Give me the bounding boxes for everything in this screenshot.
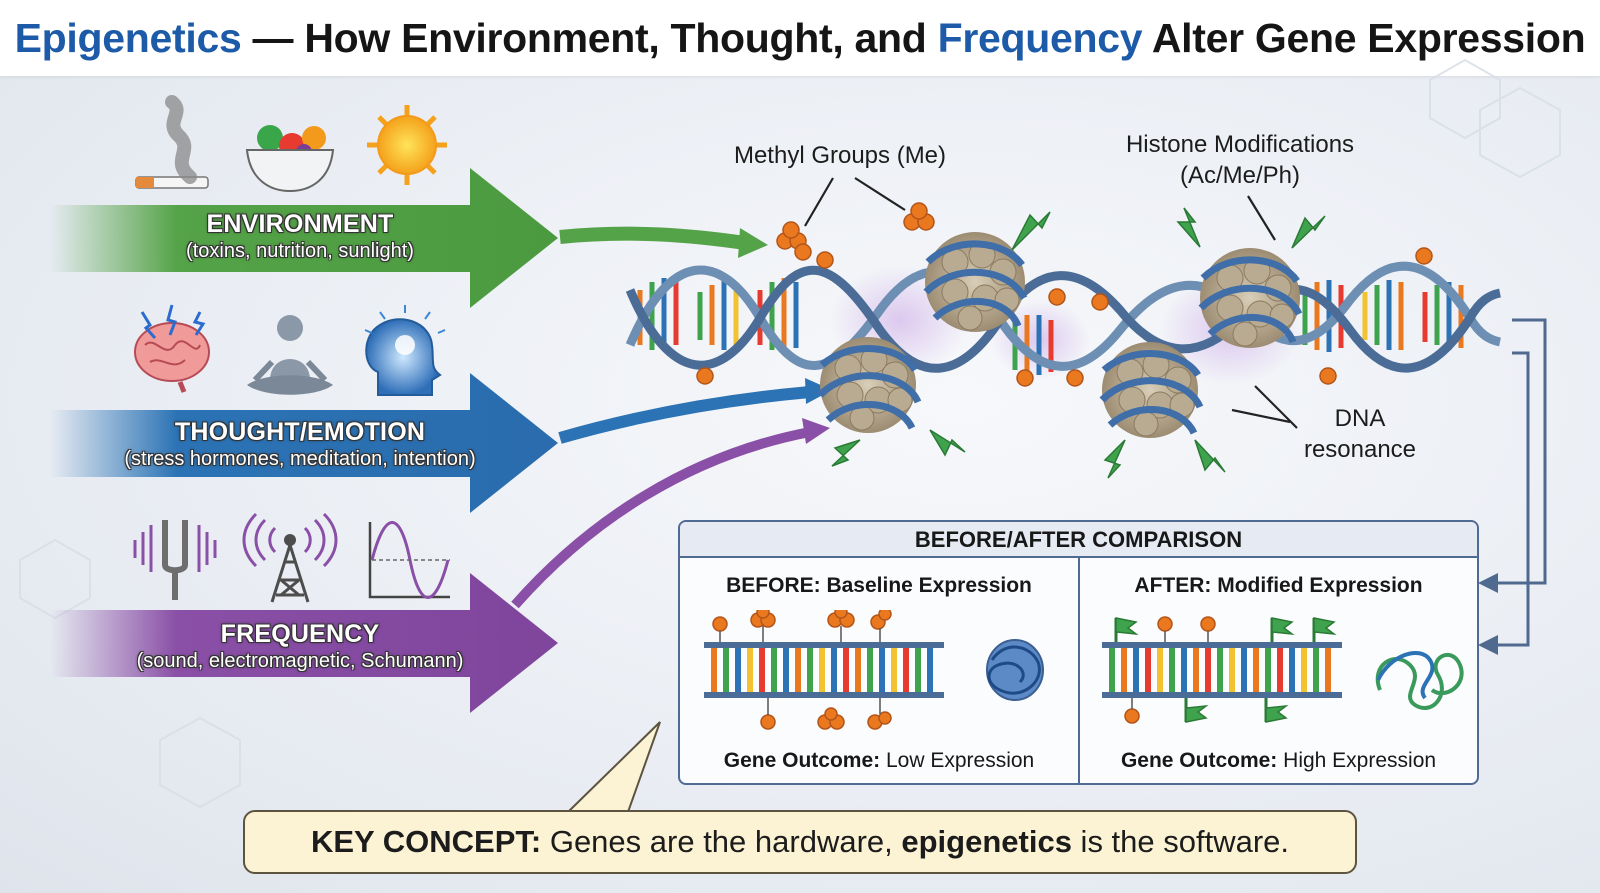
brain-icon — [134, 304, 210, 393]
after-panel: AFTER: Modified Expression — [1080, 558, 1477, 783]
histone-label: Histone Modifications (Ac/Me/Ph) — [1090, 129, 1390, 191]
frequency-subtitle: (sound, electromagnetic, Schumann) — [136, 650, 464, 672]
radio-tower-icon — [242, 512, 338, 603]
frequency-title: FREQUENCY — [220, 620, 380, 648]
sine-wave-icon — [368, 521, 450, 599]
methyl-groups-label: Methyl Groups (Me) — [733, 142, 947, 169]
thought-arrow — [50, 373, 558, 513]
environment-subtitle: (toxins, nutrition, sunlight) — [186, 240, 414, 262]
fruit-bowl-icon — [245, 125, 335, 193]
before-after-comparison: BEFORE/AFTER COMPARISON BEFORE: Baseline… — [678, 520, 1479, 785]
dna-resonance-label: DNA resonance — [1280, 403, 1440, 465]
connector-head-after — [1478, 635, 1498, 655]
nucleosome-2 — [923, 232, 1028, 332]
before-title: BEFORE: Baseline Expression — [726, 574, 1032, 597]
head-glow-icon — [364, 305, 446, 396]
frequency-connector — [511, 427, 811, 609]
before-outcome-value: Low Expression — [880, 749, 1035, 772]
nucleosome-4 — [1198, 248, 1303, 348]
environment-arrow — [50, 168, 558, 308]
connector-head-before — [1478, 573, 1498, 593]
before-outcome: Gene Outcome: Low Expression — [680, 749, 1078, 773]
before-panel: BEFORE: Baseline Expression — [680, 558, 1080, 783]
nucleosome-1 — [817, 337, 922, 433]
key-concept-box: KEY CONCEPT: Genes are the hardware, epi… — [243, 810, 1357, 874]
comparison-heading: BEFORE/AFTER COMPARISON — [680, 522, 1477, 558]
page-title: Epigenetics — How Environment, Thought, … — [15, 15, 1586, 62]
after-title: AFTER: Modified Expression — [1134, 574, 1423, 597]
before-dna-strand — [704, 642, 944, 698]
key-concept-emphasis: epigenetics — [901, 824, 1072, 859]
key-concept-text1: Genes are the hardware, — [541, 824, 902, 859]
histone-label-line1: Histone Modifications — [1125, 131, 1355, 158]
background-hex-pattern — [19, 58, 1561, 809]
thought-connector-head — [805, 378, 832, 404]
frequency-label: FREQUENCY (sound, electromagnetic, Schum… — [90, 620, 510, 673]
frequency-arrow — [50, 573, 558, 713]
after-dna-illustration — [1102, 616, 1464, 724]
histone-label-line2: (Ac/Me/Ph) — [1179, 162, 1301, 189]
thought-connector — [558, 386, 811, 444]
after-outcome: Gene Outcome: High Expression — [1080, 749, 1477, 773]
key-concept-text2: is the software. — [1071, 824, 1290, 859]
dna-helix — [625, 261, 1502, 385]
label-leaders — [804, 177, 1298, 429]
frequency-connector-head — [802, 418, 830, 444]
title-accent-frequency: Frequency — [937, 14, 1143, 61]
meditation-icon — [247, 315, 333, 395]
title-bar: Epigenetics — How Environment, Thought, … — [0, 0, 1600, 76]
after-methyl-groups — [1124, 616, 1216, 724]
histone-flags — [831, 207, 1326, 479]
title-end: Alter Gene Expression — [1142, 14, 1586, 61]
key-concept-label: KEY CONCEPT: — [310, 824, 542, 859]
key-concept-pointer — [565, 721, 661, 813]
environment-title: ENVIRONMENT — [206, 210, 394, 238]
tuning-fork-icon — [133, 520, 217, 600]
dna-label-line2: resonance — [1303, 436, 1417, 463]
environment-connector — [559, 226, 747, 250]
after-outcome-label: Gene Outcome: — [1120, 749, 1278, 772]
methyl-groups — [696, 202, 1433, 387]
dna-label-line1: DNA — [1334, 405, 1386, 432]
condensed-chromatin-icon — [986, 639, 1044, 701]
cigarette-smoke-icon — [135, 95, 209, 189]
before-methyl-groups — [712, 610, 892, 730]
sun-icon — [367, 105, 447, 185]
open-chromatin-icon — [1375, 650, 1464, 710]
before-dna-illustration — [704, 610, 1044, 730]
thought-label: THOUGHT/EMOTION (stress hormones, medita… — [60, 418, 540, 471]
thought-title: THOUGHT/EMOTION — [174, 418, 426, 446]
before-outcome-label: Gene Outcome: — [723, 749, 881, 772]
after-outcome-value: High Expression — [1277, 749, 1437, 772]
title-middle: — How Environment, Thought, and — [241, 14, 938, 61]
environment-connector-head — [738, 228, 768, 258]
thought-subtitle: (stress hormones, meditation, intention) — [124, 448, 476, 470]
nucleosome-3 — [1099, 342, 1204, 438]
after-histone-flags — [1114, 617, 1337, 723]
comparison-connectors — [1495, 318, 1547, 647]
title-accent-epigenetics: Epigenetics — [14, 14, 242, 61]
environment-label: ENVIRONMENT (toxins, nutrition, sunlight… — [90, 210, 510, 263]
after-dna-strand — [1102, 642, 1342, 698]
